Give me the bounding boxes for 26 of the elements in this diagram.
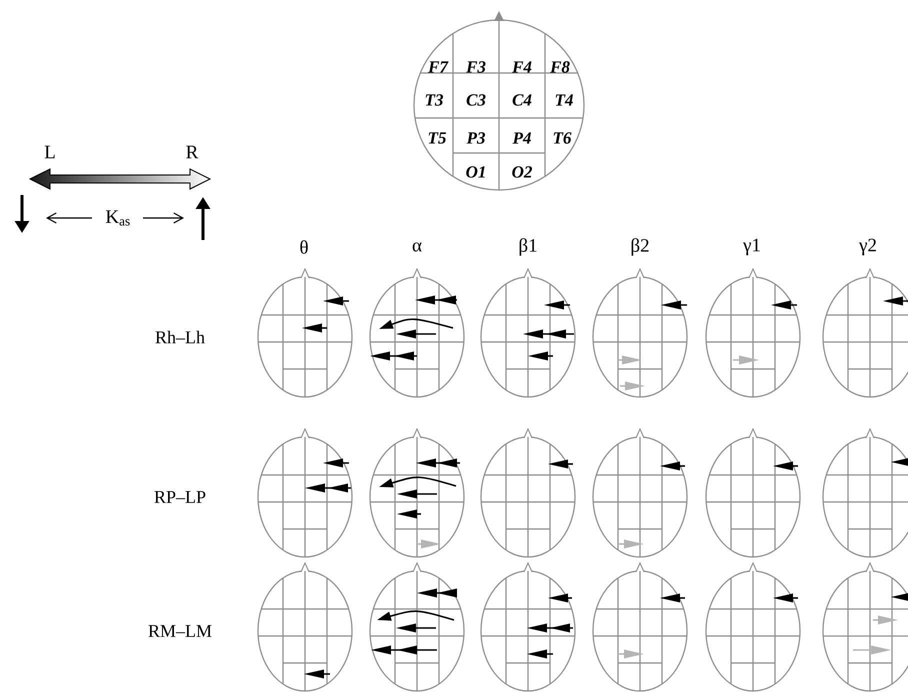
electrode-label: P4 <box>512 132 531 144</box>
electrode-label: T5 <box>428 132 446 144</box>
band-label: γ2 <box>859 238 876 256</box>
electrode-label: T4 <box>556 94 573 106</box>
electrode-label: C3 <box>466 94 486 106</box>
electrode-label: F4 <box>512 61 532 73</box>
band-label: β1 <box>520 238 536 256</box>
electrode-label: O2 <box>512 166 532 178</box>
band-label: γ1 <box>743 238 760 256</box>
row-label: RP–LP <box>154 491 206 503</box>
band-label: α <box>412 242 422 252</box>
coefficient-label: K$_{as}$ <box>106 210 130 226</box>
electrode-label: F7 <box>428 61 448 73</box>
electrode-label: P3 <box>466 132 485 144</box>
electrode-label: T3 <box>426 94 443 106</box>
electrode-label: O1 <box>466 166 485 178</box>
row-label: RM–LM <box>148 625 212 637</box>
electrode-label: F8 <box>550 61 570 73</box>
band-label: β2 <box>632 238 649 256</box>
band-label: θ <box>300 240 308 254</box>
row-label: Rh–Lh <box>156 330 205 344</box>
electrode-label: F3 <box>466 61 486 73</box>
electrode-label: C4 <box>512 94 532 106</box>
side-label: L <box>44 146 55 158</box>
electrode-label: T6 <box>554 132 572 144</box>
side-label: R <box>186 146 198 158</box>
